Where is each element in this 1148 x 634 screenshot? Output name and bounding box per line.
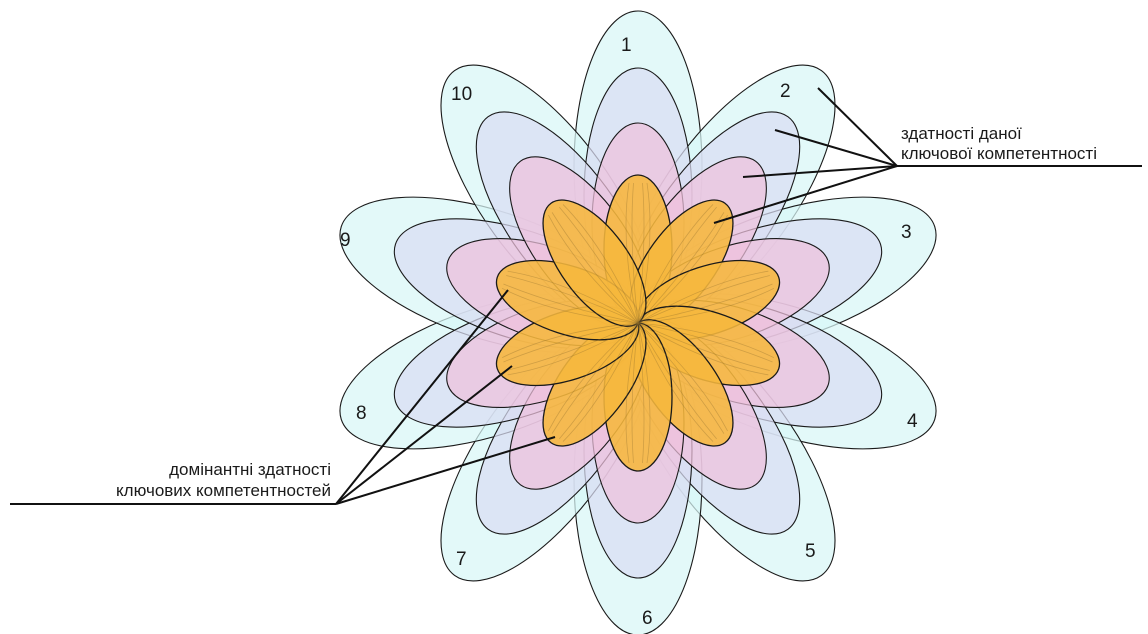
callout-top-right-line1: здатності даної: [901, 124, 1022, 143]
petal-number-4: 4: [907, 411, 918, 432]
callout-top-right-line2: ключової компетентності: [901, 144, 1097, 163]
petal-number-6: 6: [642, 608, 653, 629]
petal-number-2: 2: [780, 81, 791, 102]
petal-number-8: 8: [356, 403, 367, 424]
petal-number-9: 9: [340, 230, 351, 251]
petal-number-10: 10: [451, 84, 472, 105]
callout-bottom-left-line2: ключових компетентностей: [116, 481, 331, 500]
callout-bottom-left-line1: домінантні здатності: [169, 460, 331, 479]
petal-number-5: 5: [805, 541, 816, 562]
petal-number-1: 1: [621, 35, 632, 56]
petal-number-3: 3: [901, 222, 912, 243]
petal-number-7: 7: [456, 549, 467, 570]
